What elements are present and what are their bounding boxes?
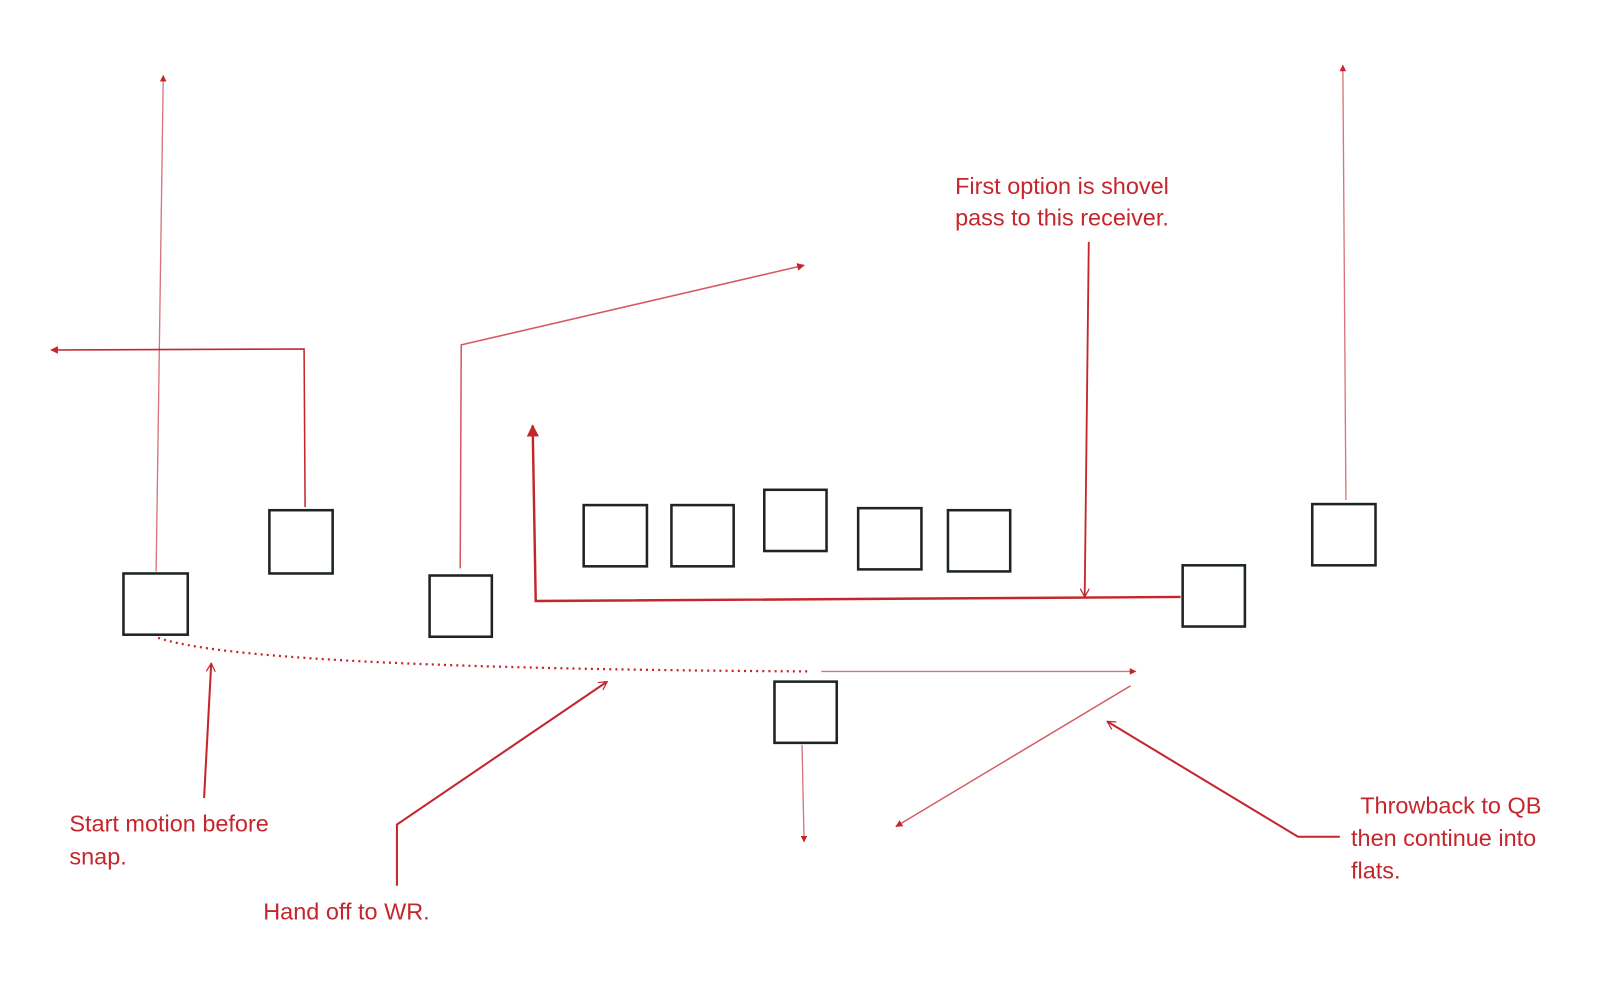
callout-arrow-shovel <box>1085 241 1090 597</box>
annotation-motion-line1: Start motion before <box>69 811 268 837</box>
player-left-wr <box>122 572 190 636</box>
callout-arrow-motion <box>203 663 211 799</box>
player-right-tackle <box>946 508 1012 573</box>
motion-path <box>157 636 812 673</box>
annotation-shovel-line2: pass to this receiver. <box>955 205 1169 231</box>
player-right-wr <box>1310 502 1377 567</box>
callout-arrow-throwback <box>1107 720 1340 838</box>
annotation-handoff: Hand off to WR. <box>263 898 429 924</box>
route-flats <box>895 685 1131 828</box>
route-shovel <box>526 424 1181 603</box>
player-left-tackle <box>582 503 649 568</box>
route-slot-out <box>50 346 306 508</box>
annotation-motion-line2: snap. <box>69 843 126 869</box>
annotation-throwback-line1: Throwback to QB <box>1360 792 1541 818</box>
route-left-wr-go <box>155 74 167 572</box>
annotation-throwback-line2: then continue into <box>1351 825 1536 851</box>
annotation-shovel-line1: First option is shovel <box>955 173 1169 199</box>
route-right-wr-go <box>1339 64 1347 501</box>
player-inside-receiver <box>428 574 494 639</box>
player-shovel-receiver <box>1181 564 1247 628</box>
player-left-guard <box>670 503 735 568</box>
player-right-guard <box>856 506 923 571</box>
player-quarterback <box>773 680 839 745</box>
route-qb-drop <box>800 744 808 843</box>
player-slot-wr <box>268 508 334 575</box>
callout-arrow-handoff <box>395 680 607 886</box>
annotation-throwback-line3: flats. <box>1351 858 1401 884</box>
route-inside-post <box>459 263 805 569</box>
player-center <box>763 488 828 553</box>
